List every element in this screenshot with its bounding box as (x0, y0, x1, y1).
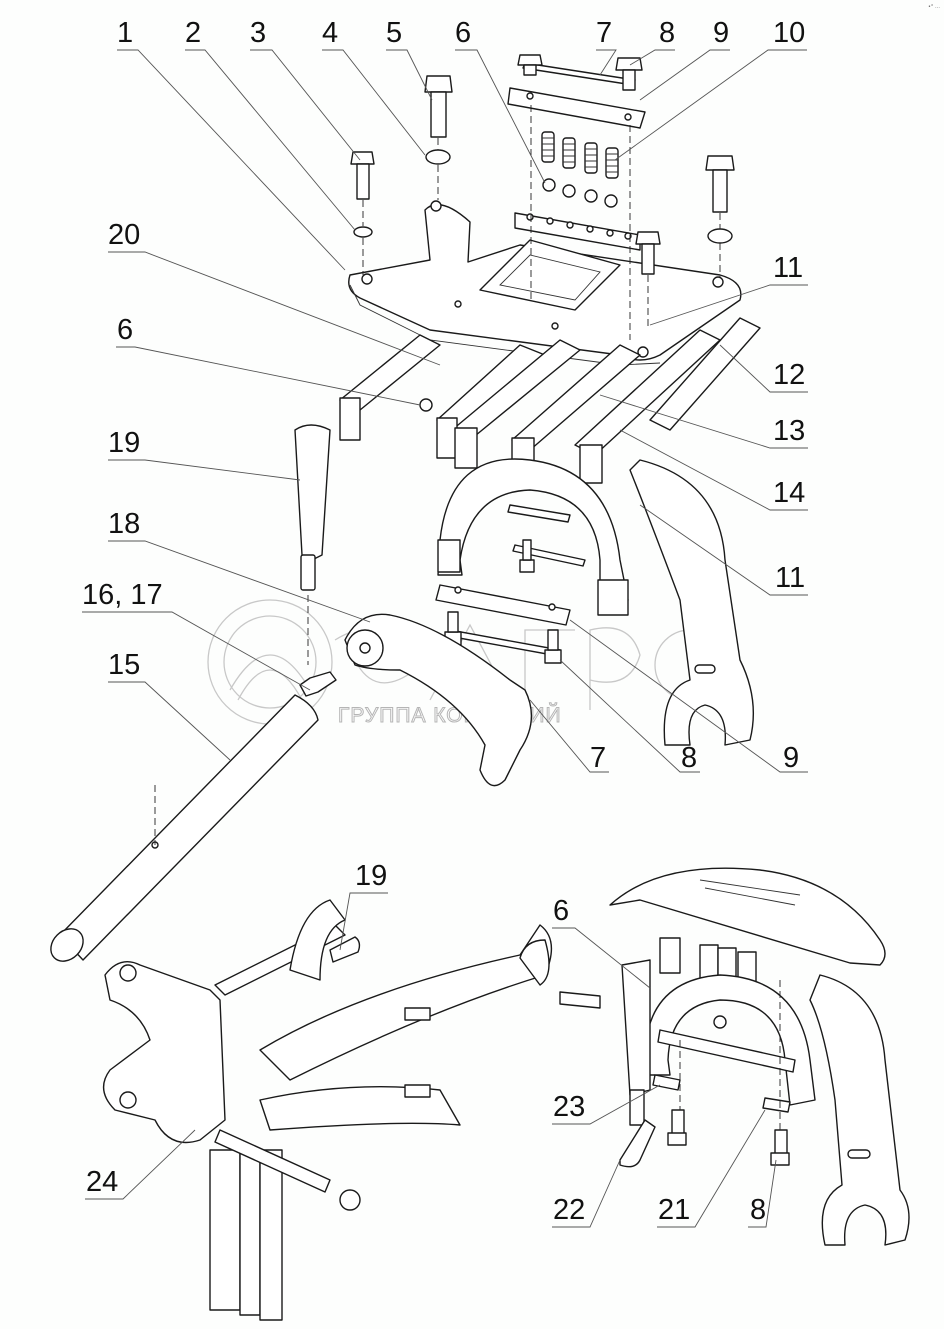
bolt-icon (635, 231, 661, 275)
detent-ball (713, 1015, 727, 1029)
top-exploded-view (50, 54, 761, 962)
bolt-icon (424, 75, 453, 138)
callout-label: 7 (590, 742, 606, 774)
callout-labels: 1 2 3 4 5 6 7 8 9 10 11 12 13 14 11 20 6… (82, 17, 805, 1226)
callout-label: 3 (250, 17, 266, 49)
callout-label: 19 (108, 427, 140, 459)
callout-label: 11 (775, 562, 805, 594)
callout-label: 5 (386, 17, 402, 49)
bolt-icon (770, 1129, 790, 1166)
bolt-icon (615, 57, 643, 91)
callout-label: 21 (658, 1194, 690, 1226)
callout-label: 16, 17 (82, 579, 163, 611)
callout-label: 13 (773, 415, 805, 447)
callout-label: 11 (773, 252, 803, 284)
shift-fork (437, 458, 629, 616)
callout-label: 1 (117, 17, 133, 49)
bolt-icon (350, 151, 375, 200)
bolt-icon (519, 539, 535, 573)
grease-fitting (299, 671, 337, 697)
callout-label: 23 (553, 1091, 585, 1123)
springs (541, 131, 619, 179)
callout-label: 24 (86, 1166, 118, 1198)
shift-lever (344, 613, 533, 787)
callout-label: 15 (108, 649, 140, 681)
bolt-icon (667, 1109, 687, 1146)
callout-label: 6 (553, 895, 569, 927)
top-plate (507, 87, 646, 129)
callout-label: 18 (108, 508, 140, 540)
callout-label: 9 (713, 17, 729, 49)
shift-fork (629, 459, 754, 746)
washer-icon (425, 149, 451, 165)
callout-label: 6 (455, 17, 471, 49)
assembled-view-left (102, 899, 601, 1321)
bolt-icon (705, 155, 735, 213)
washer-icon (707, 228, 733, 244)
washer-icon (353, 226, 373, 238)
shift-rails (339, 317, 761, 484)
callout-label: 19 (355, 860, 387, 892)
corner-mark: •° … (927, 4, 940, 10)
callout-label: 8 (750, 1194, 766, 1226)
callout-label: 2 (185, 17, 201, 49)
callout-label: 14 (773, 477, 805, 509)
callout-label: 12 (773, 359, 805, 391)
callout-label: 20 (108, 219, 140, 251)
assembled-view-right (609, 867, 910, 1246)
pin (294, 424, 331, 665)
callout-label: 6 (117, 314, 133, 346)
detent-ball (542, 178, 556, 192)
callout-label: 8 (659, 17, 675, 49)
bolt-icon (544, 629, 562, 664)
callout-label: 8 (681, 742, 697, 774)
shaft (50, 694, 319, 962)
bolt-icon (517, 54, 543, 76)
callout-label: 7 (596, 17, 612, 49)
callout-label: 10 (773, 17, 805, 49)
callout-label: 22 (553, 1194, 585, 1226)
leader-lines (82, 49, 808, 1228)
callout-label: 4 (322, 17, 338, 49)
fork-plate (435, 584, 571, 626)
callout-label: 9 (783, 742, 799, 774)
